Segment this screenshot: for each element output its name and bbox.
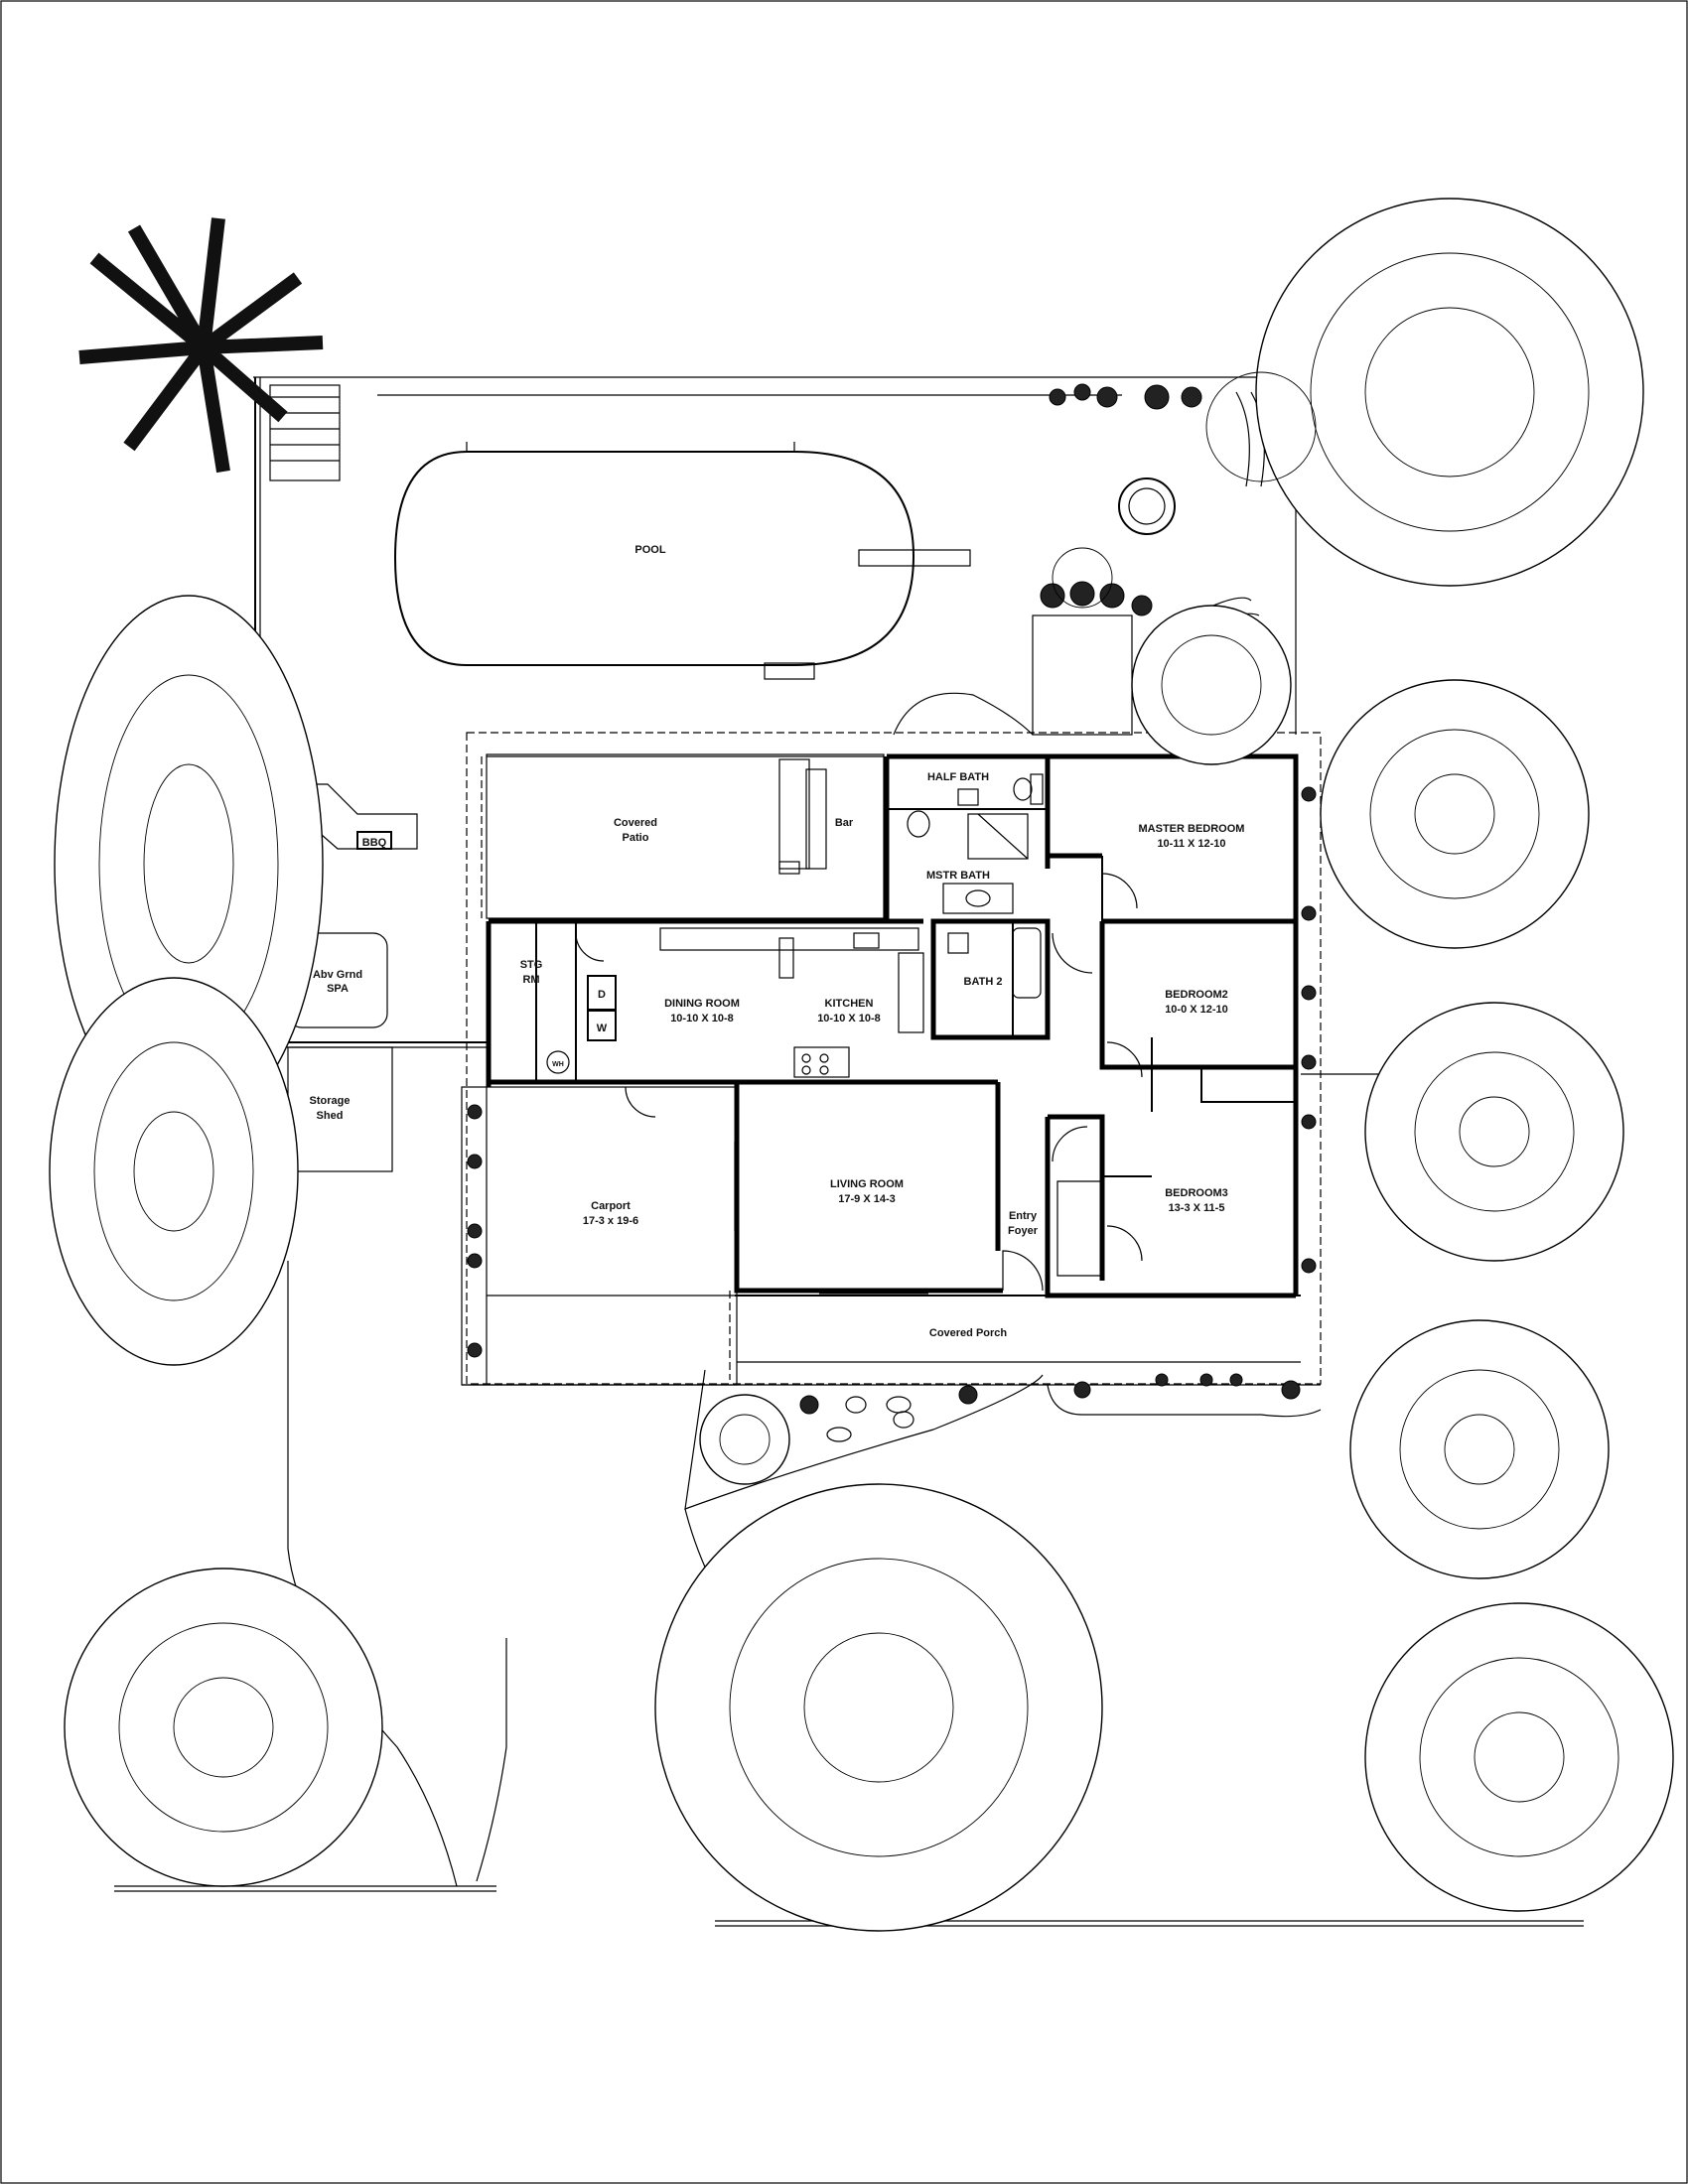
stg-label-1: STG xyxy=(520,959,543,971)
carport: Carport 17-3 x 19-6 xyxy=(461,1086,738,1386)
bbq-label: BBQ xyxy=(362,837,387,849)
foundation-shrubs xyxy=(467,383,1317,1415)
carport-size: 17-3 x 19-6 xyxy=(583,1215,638,1227)
patio-label-1: Covered xyxy=(614,817,657,829)
tree-left xyxy=(49,595,324,1366)
porch-label: Covered Porch xyxy=(929,1327,1008,1339)
spa-label-2: SPA xyxy=(327,983,349,995)
bedroom2-size: 10-0 X 12-10 xyxy=(1165,1004,1228,1016)
bedroom3-size: 13-3 X 11-5 xyxy=(1169,1202,1225,1214)
trees-right xyxy=(1320,679,1674,1912)
pool: POOL xyxy=(393,442,971,680)
carport-name: Carport xyxy=(591,1200,631,1212)
bath2: BATH 2 xyxy=(947,927,1042,999)
trees-bottom xyxy=(64,1394,1103,1932)
half-bath-label: HALF BATH xyxy=(927,771,989,783)
stepping-stones xyxy=(826,1396,914,1442)
half-bath-fixtures: HALF BATH xyxy=(907,771,1044,860)
front-bed-edge xyxy=(1047,1384,1322,1418)
bedroom2-name: BEDROOM2 xyxy=(1165,989,1228,1001)
covered-porch: Covered Porch xyxy=(462,1327,1321,1386)
washer-label: W xyxy=(597,1023,608,1034)
bath2-label: BATH 2 xyxy=(964,976,1003,988)
master-bedroom-size: 10-11 X 12-10 xyxy=(1157,838,1225,850)
pool-label: POOL xyxy=(634,544,665,556)
kitchen-name: KITCHEN xyxy=(825,998,874,1010)
shed-label-2: Shed xyxy=(317,1110,344,1122)
pool-steps xyxy=(269,384,341,481)
tree-top-right xyxy=(1205,198,1644,587)
kitchen-counters xyxy=(659,927,924,1078)
bedroom3-name: BEDROOM3 xyxy=(1165,1187,1228,1199)
dining-room-name: DINING ROOM xyxy=(664,998,740,1010)
master-bath: MSTR BATH xyxy=(926,870,1014,914)
storage-laundry: STG RM D W WH xyxy=(520,959,617,1074)
doors xyxy=(575,873,1143,1262)
bar-label: Bar xyxy=(835,817,854,829)
kitchen-size: 10-10 X 10-8 xyxy=(817,1013,881,1024)
water-heater-label: WH xyxy=(552,1061,564,1068)
spa-label-1: Abv Grnd xyxy=(313,969,362,981)
entry-label-1: Entry xyxy=(1009,1210,1038,1222)
dining-room-size: 10-10 X 10-8 xyxy=(670,1013,734,1024)
shed-label-1: Storage xyxy=(310,1095,351,1107)
small-shrub-cluster xyxy=(1052,547,1113,609)
covered-patio: Covered Patio xyxy=(486,753,885,919)
living-room-name: LIVING ROOM xyxy=(830,1178,904,1190)
living-room-size: 17-9 X 14-3 xyxy=(838,1193,895,1205)
spa: Abv Grnd SPA xyxy=(287,932,388,1028)
shrub-by-patio xyxy=(1131,605,1292,765)
house-outline-dashed xyxy=(466,732,1322,1385)
fire-pit xyxy=(1118,478,1176,535)
palm-tree xyxy=(78,217,324,474)
master-bedroom-name: MASTER BEDROOM xyxy=(1139,823,1245,835)
bar-counter: Bar xyxy=(778,758,854,875)
shrub-by-patio-inner xyxy=(1161,634,1262,736)
patio-label-2: Patio xyxy=(623,832,649,844)
master-bath-label: MSTR BATH xyxy=(926,870,990,882)
trees xyxy=(49,198,1674,1932)
dryer-label: D xyxy=(598,989,606,1001)
entry-label-2: Foyer xyxy=(1008,1225,1039,1237)
storage-shed: Storage Shed xyxy=(287,1046,393,1172)
stg-label-2: RM xyxy=(522,974,539,986)
